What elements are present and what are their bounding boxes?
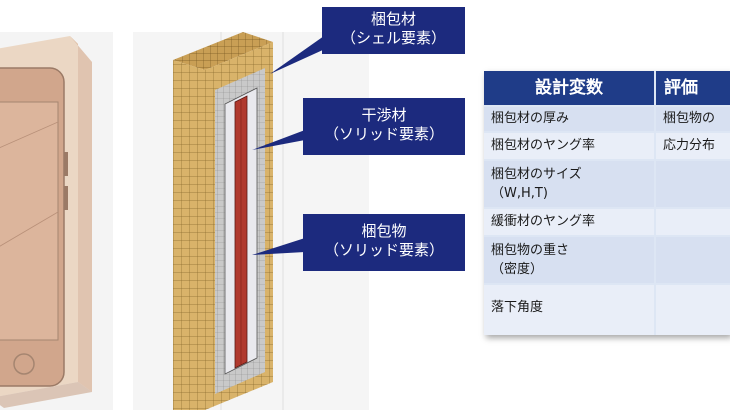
package-box-bottom (0, 382, 92, 408)
callout-subtitle: （シェル要素） (340, 29, 446, 47)
table-cell-line: （密度） (491, 262, 544, 277)
callout-title: 梱包物 (361, 222, 407, 240)
callout-pointer-1 (270, 36, 336, 74)
table-cell-evaluation (656, 285, 730, 335)
table-header-evaluation: 評価 (656, 71, 730, 105)
table-cell-evaluation (656, 237, 730, 283)
table-cell-variable: 梱包材の厚み (484, 107, 654, 131)
table-cell-evaluation (656, 209, 730, 235)
table-cell-variable: 緩衝材のヤング率 (484, 209, 654, 235)
table-cell-variable: 梱包材のサイズ （W,H,T) (484, 161, 654, 207)
callout-pointer-3 (252, 238, 305, 255)
table-cell-evaluation: 応力分布 (656, 133, 730, 159)
phone-screen (0, 101, 59, 341)
fe-model-render (133, 32, 369, 410)
design-variable-table: 設計変数 評価 梱包材の厚み 梱包物の 梱包材のヤング率 応力分布 梱包材のサイ… (484, 71, 730, 335)
table-cell-line: 梱包材のサイズ (491, 167, 582, 182)
phone-home-button (13, 353, 35, 375)
callout-title: 干渉材 (361, 106, 407, 124)
callout-packaged-item: 梱包物 （ソリッド要素） (303, 214, 465, 271)
table-header-variables: 設計変数 (484, 71, 654, 105)
callout-subtitle: （ソリッド要素） (323, 125, 444, 143)
package-box-side (70, 36, 92, 392)
phone-package-render (0, 32, 113, 410)
table-cell-variable: 梱包物の重さ （密度） (484, 237, 654, 283)
packing-top-face (173, 32, 273, 70)
table-cell-variable: 落下角度 (484, 285, 654, 335)
callout-packing-material: 梱包材 （シェル要素） (322, 7, 465, 54)
packing-front-face (173, 60, 205, 410)
phone-side-button-2 (64, 186, 68, 210)
callout-pointer-2 (252, 130, 305, 150)
table-cell-variable: 梱包材のヤング率 (484, 133, 654, 159)
callout-interference-material: 干渉材 （ソリッド要素） (303, 98, 465, 155)
callout-subtitle: （ソリッド要素） (323, 241, 444, 259)
table-cell-line: （W,H,T) (491, 186, 548, 201)
table-cell-evaluation: 梱包物の (656, 107, 730, 131)
fe-model-illustration (173, 32, 284, 410)
table-cell-line: 梱包物の重さ (491, 243, 570, 258)
phone-package-illustration (0, 36, 92, 408)
table-cell-evaluation (656, 161, 730, 207)
callout-title: 梱包材 (370, 10, 416, 28)
phone-side-button (64, 152, 68, 176)
